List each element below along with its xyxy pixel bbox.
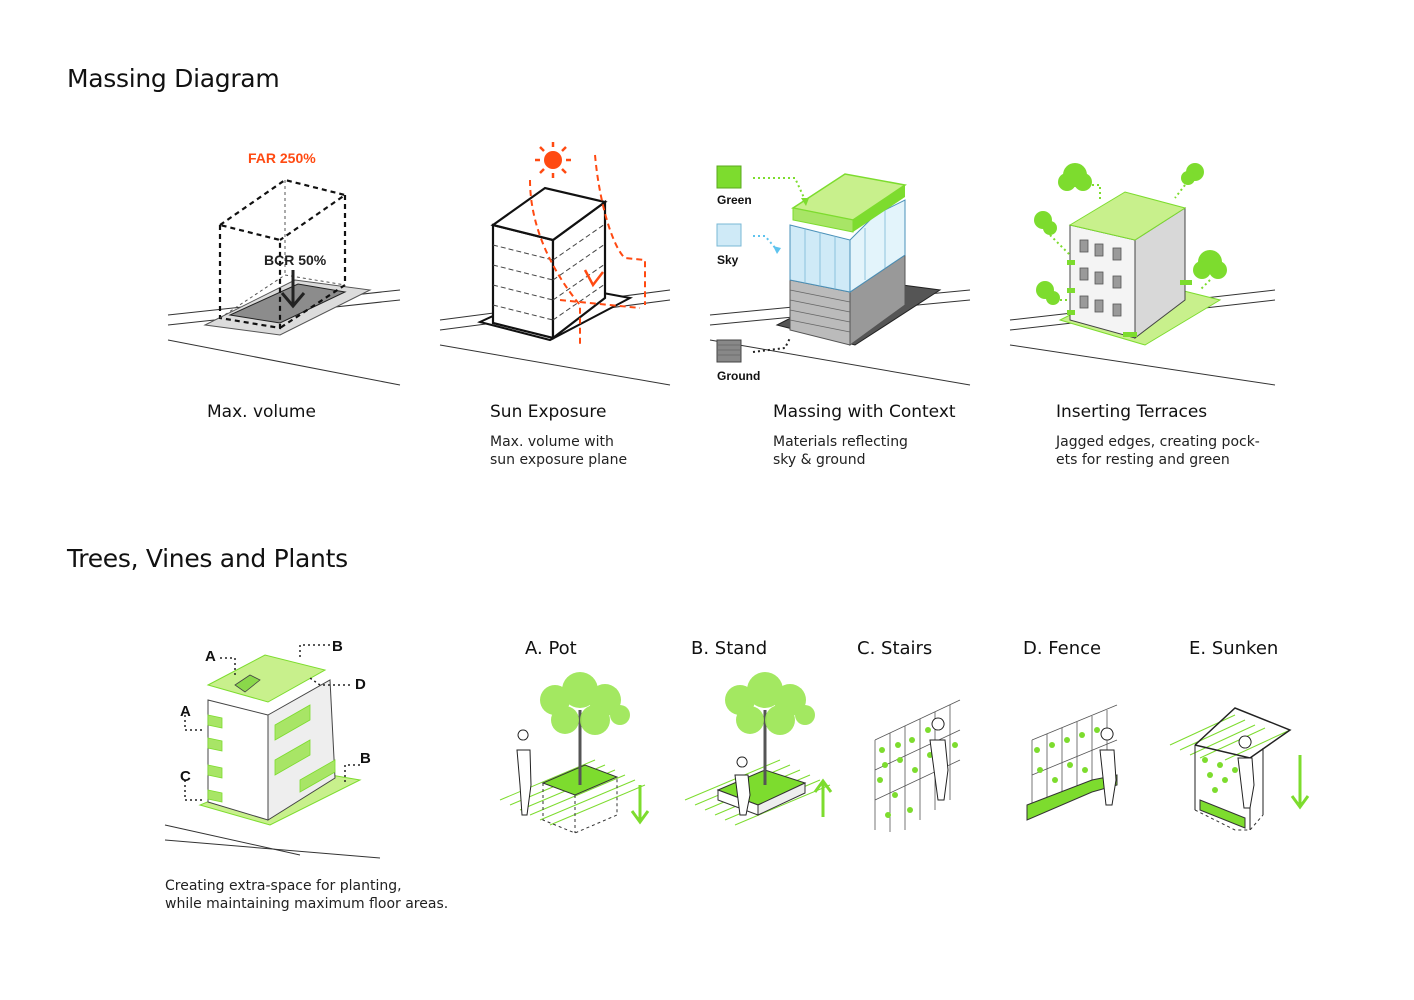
legend-green-label: Green xyxy=(717,193,752,207)
type-sunken-title: E. Sunken xyxy=(1189,638,1279,659)
max-volume-diagram: FAR 250% BCR 50% xyxy=(160,140,410,390)
bcr-label: BCR 50% xyxy=(264,252,327,268)
massing-context-desc-1: Materials reflecting xyxy=(773,434,908,450)
type-fence-title: D. Fence xyxy=(1023,638,1102,659)
stairs-drawing xyxy=(874,699,961,832)
pot-drawing xyxy=(499,672,650,834)
stairs-illustration xyxy=(860,699,970,840)
sunken-illustration xyxy=(1165,700,1315,840)
massing-context-title: Massing with Context xyxy=(773,402,956,422)
label-b-top: B xyxy=(332,638,343,655)
sun-exposure-illustration xyxy=(439,142,671,386)
label-a-side: A xyxy=(180,703,191,720)
sun-exposure-desc-1: Max. volume with xyxy=(490,434,614,450)
far-label: FAR 250% xyxy=(248,150,316,166)
planting-building-diagram: A B D A C B xyxy=(160,630,390,865)
label-a-top: A xyxy=(205,648,216,665)
sunken-drawing xyxy=(1169,707,1310,831)
inserting-terraces-desc-2: ets for resting and green xyxy=(1056,452,1230,468)
label-b-side: B xyxy=(360,750,371,767)
stand-drawing xyxy=(684,672,833,826)
inserting-terraces-diagram xyxy=(1005,140,1280,390)
sun-exposure-diagram xyxy=(435,140,685,390)
label-c: C xyxy=(180,768,191,785)
plants-section-title: Trees, Vines and Plants xyxy=(67,544,348,573)
pot-illustration xyxy=(495,665,660,845)
stand-illustration xyxy=(680,665,845,845)
type-pot-title: A. Pot xyxy=(525,638,577,659)
massing-section-title: Massing Diagram xyxy=(67,64,280,93)
inserting-terraces-desc-1: Jagged edges, creating pock- xyxy=(1056,434,1260,450)
massing-context-illustration xyxy=(709,165,971,386)
max-volume-illustration xyxy=(167,178,401,386)
type-stairs-title: C. Stairs xyxy=(857,638,933,659)
legend-ground-label: Ground xyxy=(717,369,761,383)
fence-illustration xyxy=(1022,700,1132,830)
planting-building-illustration xyxy=(164,644,381,859)
sun-exposure-desc-2: sun exposure plane xyxy=(490,452,628,468)
massing-context-desc-2: sky & ground xyxy=(773,452,866,468)
max-volume-title: Max. volume xyxy=(207,402,316,422)
label-d: D xyxy=(355,676,366,693)
inserting-terraces-title: Inserting Terraces xyxy=(1056,402,1208,422)
sun-exposure-title: Sun Exposure xyxy=(490,402,607,422)
inserting-terraces-illustration xyxy=(1009,163,1276,386)
legend-sky-label: Sky xyxy=(717,253,739,267)
type-stand-title: B. Stand xyxy=(691,638,768,659)
planting-caption-1: Creating extra-space for planting, xyxy=(165,878,402,894)
fence-drawing xyxy=(1026,704,1118,821)
planting-caption-2: while maintaining maximum floor areas. xyxy=(165,896,449,912)
massing-context-diagram: Green Sky Ground xyxy=(705,140,975,390)
